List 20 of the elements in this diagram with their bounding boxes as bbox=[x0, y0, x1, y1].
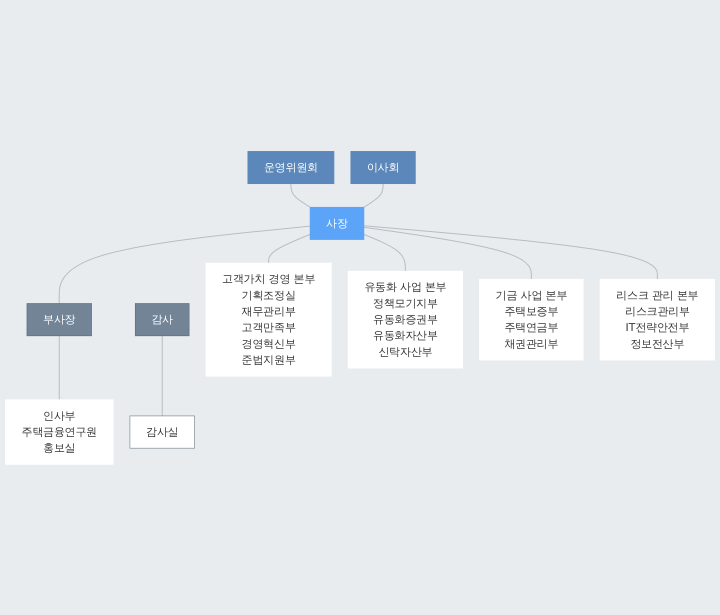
node-box: 고객가치 경영 본부 기획조정실 재무관리부 고객만족부 경영혁신부 준법지원부 bbox=[206, 262, 332, 376]
connector bbox=[58, 335, 60, 400]
connector bbox=[364, 224, 658, 279]
node-box: 사장 bbox=[310, 206, 364, 240]
node-box: 감사 bbox=[134, 302, 190, 336]
node-box: 인사부 주택금융연구원 홍보실 bbox=[5, 399, 114, 464]
connector bbox=[162, 335, 163, 416]
connector bbox=[363, 183, 384, 208]
node-box: 운영위원회 bbox=[247, 150, 334, 184]
connector bbox=[364, 226, 532, 279]
connector bbox=[290, 183, 311, 208]
node-box: 기금 사업 본부 주택보증부 주택연금부 채권관리부 bbox=[479, 278, 584, 360]
node-box: 감사실 bbox=[130, 415, 195, 448]
connector bbox=[58, 225, 310, 304]
node-box: 유동화 사업 본부 정책모기지부 유동화증권부 유동화자산부 신탁자산부 bbox=[348, 270, 463, 368]
connector bbox=[268, 234, 310, 263]
node-box: 부사장 bbox=[26, 302, 92, 336]
connector bbox=[364, 234, 406, 271]
node-box: 이사회 bbox=[350, 150, 416, 184]
node-box: 리스크 관리 본부 리스크관리부 IT전략안전부 정보전산부 bbox=[600, 278, 715, 360]
